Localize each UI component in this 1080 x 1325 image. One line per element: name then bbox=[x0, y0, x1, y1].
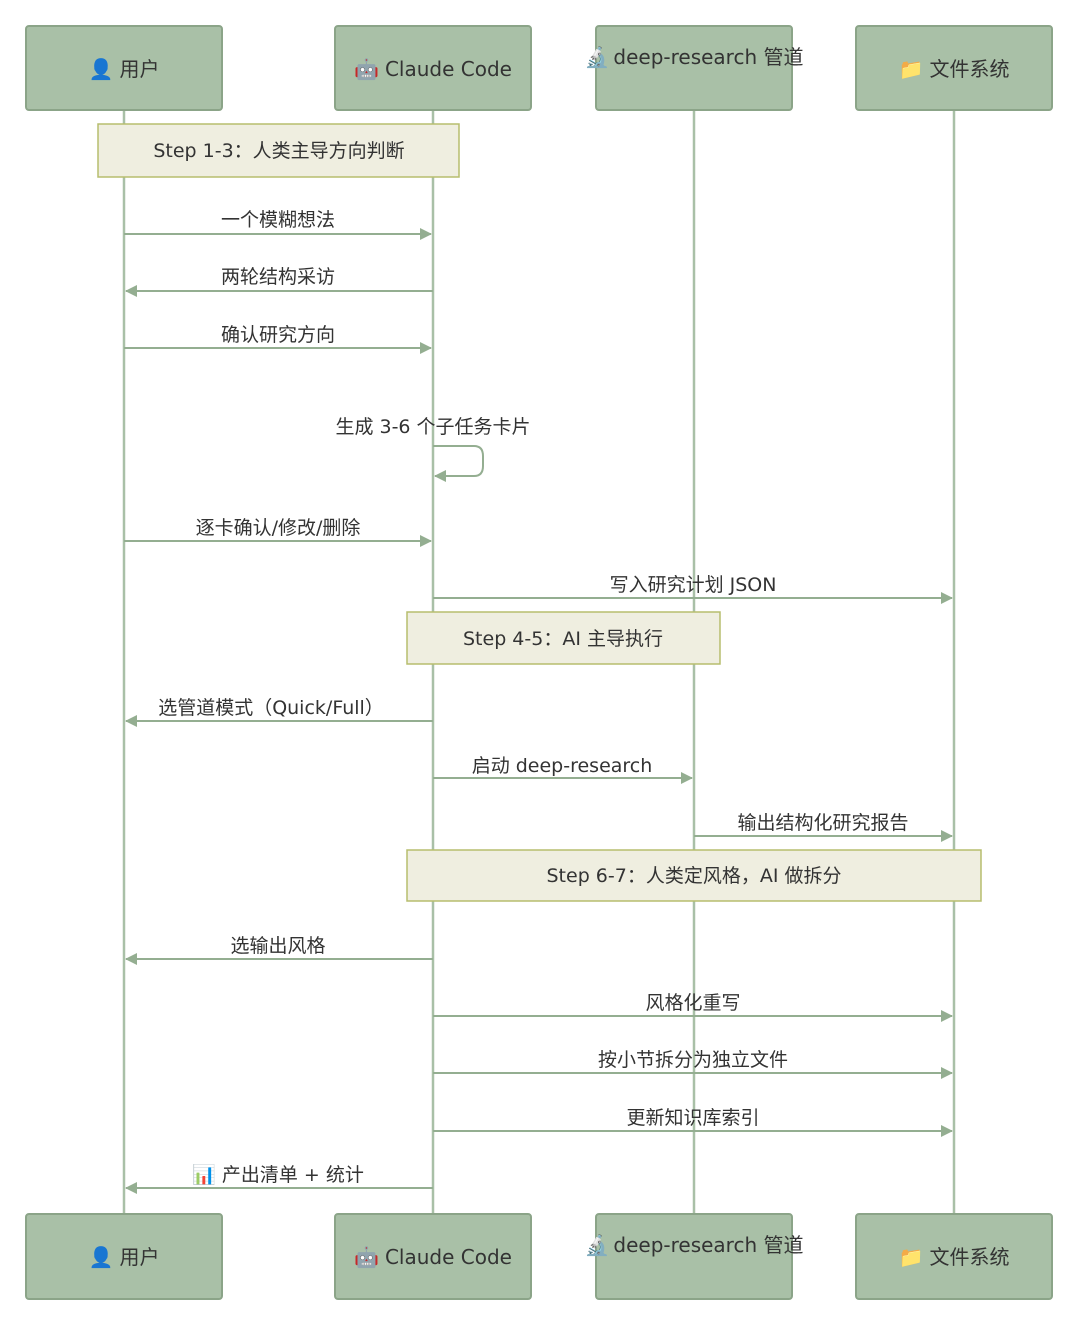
note-text: Step 6-7：人类定风格，AI 做拆分 bbox=[547, 865, 842, 887]
message-label: 逐卡确认/修改/删除 bbox=[196, 517, 361, 539]
actor-label: 用户 bbox=[119, 57, 159, 81]
actor-fs-top: 📁文件系统 bbox=[855, 25, 1053, 111]
actor-label: Claude Code bbox=[385, 1245, 512, 1269]
message-label: 启动 deep-research bbox=[472, 755, 653, 777]
actor-research-top: 🔬deep-research 管道 bbox=[584, 25, 804, 111]
microscope-icon: 🔬 bbox=[584, 1233, 609, 1257]
message-label: 两轮结构采访 bbox=[221, 266, 335, 288]
message-label: 风格化重写 bbox=[645, 992, 740, 1014]
robot-icon: 🤖 bbox=[354, 1245, 379, 1269]
folder-icon: 📁 bbox=[899, 1245, 924, 1269]
user-icon: 👤 bbox=[89, 1245, 114, 1269]
message-4-self: 生成 3-6 个子任务卡片 bbox=[335, 416, 531, 482]
message-2: 两轮结构采访 bbox=[125, 266, 433, 297]
message-label: 按小节拆分为独立文件 bbox=[598, 1049, 788, 1071]
actor-label: deep-research 管道 bbox=[613, 1233, 803, 1257]
message-13: 更新知识库索引 bbox=[433, 1107, 953, 1137]
message-1: 一个模糊想法 bbox=[124, 209, 432, 240]
note-text: Step 1-3：人类主导方向判断 bbox=[153, 140, 404, 162]
svg-text:👤用户: 👤用户 bbox=[89, 1245, 160, 1269]
actor-label: 文件系统 bbox=[929, 57, 1009, 81]
actor-user-bottom: 👤用户 bbox=[25, 1213, 223, 1300]
message-7: 选管道模式（Quick/Full） bbox=[125, 697, 433, 727]
message-14: 📊 产出清单 + 统计 bbox=[125, 1163, 433, 1194]
message-label: 输出结构化研究报告 bbox=[737, 812, 908, 834]
self-loop-arrow bbox=[433, 445, 484, 482]
message-10: 选输出风格 bbox=[125, 935, 433, 965]
svg-text:🤖Claude Code: 🤖Claude Code bbox=[354, 57, 512, 81]
svg-text:🤖Claude Code: 🤖Claude Code bbox=[354, 1245, 512, 1269]
actor-user-top: 👤用户 bbox=[25, 25, 223, 111]
robot-icon: 🤖 bbox=[354, 57, 379, 81]
user-icon: 👤 bbox=[89, 57, 114, 81]
message-label: 写入研究计划 JSON bbox=[610, 574, 777, 596]
actor-label: 文件系统 bbox=[929, 1245, 1009, 1269]
note-text: Step 4-5：AI 主导执行 bbox=[463, 628, 663, 650]
message-3: 确认研究方向 bbox=[124, 324, 432, 354]
note-step-4-5: Step 4-5：AI 主导执行 bbox=[406, 611, 721, 665]
folder-icon: 📁 bbox=[899, 57, 924, 81]
note-step-6-7: Step 6-7：人类定风格，AI 做拆分 bbox=[406, 849, 982, 902]
message-9: 输出结构化研究报告 bbox=[694, 812, 953, 842]
bar-chart-icon: 📊 bbox=[192, 1163, 216, 1186]
actor-claude-bottom: 🤖Claude Code bbox=[334, 1213, 532, 1300]
actor-label: deep-research 管道 bbox=[613, 45, 803, 69]
message-label: 产出清单 + 统计 bbox=[222, 1164, 364, 1186]
message-11: 风格化重写 bbox=[433, 992, 953, 1022]
message-label: 选输出风格 bbox=[230, 935, 325, 957]
message-label: 生成 3-6 个子任务卡片 bbox=[335, 416, 530, 438]
note-step-1-3: Step 1-3：人类主导方向判断 bbox=[97, 123, 460, 178]
actor-fs-bottom: 📁文件系统 bbox=[855, 1213, 1053, 1300]
message-6: 写入研究计划 JSON bbox=[433, 574, 953, 604]
message-8: 启动 deep-research bbox=[433, 755, 693, 784]
svg-text:👤用户: 👤用户 bbox=[89, 57, 160, 81]
actor-research-bottom: 🔬deep-research 管道 bbox=[584, 1213, 804, 1300]
microscope-icon: 🔬 bbox=[584, 45, 609, 69]
message-label: 一个模糊想法 bbox=[221, 209, 335, 231]
actor-label: 用户 bbox=[119, 1245, 159, 1269]
svg-text:🔬deep-research 管道: 🔬deep-research 管道 bbox=[584, 1233, 803, 1257]
message-12: 按小节拆分为独立文件 bbox=[433, 1049, 953, 1079]
actor-label: Claude Code bbox=[385, 57, 512, 81]
message-label: 更新知识库索引 bbox=[626, 1107, 759, 1129]
svg-text:📊产出清单 + 统计: 📊 产出清单 + 统计 bbox=[192, 1163, 364, 1186]
actor-claude-top: 🤖Claude Code bbox=[334, 25, 532, 111]
svg-text:📁文件系统: 📁文件系统 bbox=[899, 57, 1010, 81]
message-label: 选管道模式（Quick/Full） bbox=[158, 697, 384, 719]
svg-text:📁文件系统: 📁文件系统 bbox=[899, 1245, 1010, 1269]
message-5: 逐卡确认/修改/删除 bbox=[124, 517, 432, 547]
message-label: 确认研究方向 bbox=[221, 324, 335, 346]
svg-text:🔬deep-research 管道: 🔬deep-research 管道 bbox=[584, 45, 803, 69]
